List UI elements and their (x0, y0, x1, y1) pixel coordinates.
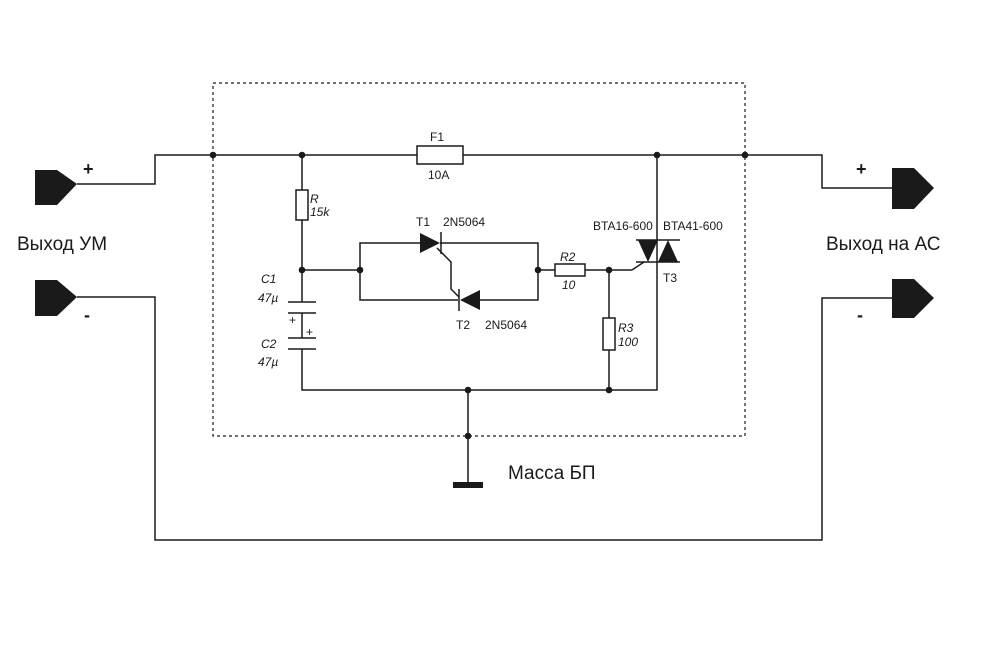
input-title: Выход УМ (17, 234, 107, 255)
output-minus-sign: - (857, 305, 863, 325)
input-minus-sign: - (84, 305, 90, 325)
cap-c2-polarity: + (306, 325, 313, 339)
output-minus-terminal (892, 279, 934, 318)
triac-t3-gate (631, 261, 645, 271)
triac-t3-triangle-up (658, 240, 678, 262)
input-minus-terminal (35, 280, 77, 316)
output-title: Выход на АС (826, 234, 940, 255)
fuse-f1-value: 10A (428, 168, 449, 182)
resistor-r3-value: 100 (618, 335, 638, 349)
triac-t3-part-a: BTA16-600 (593, 219, 653, 233)
cap-c2-value: 47µ (258, 355, 278, 369)
thyristor-t1-triangle (420, 233, 440, 253)
triac-t3-ref: T3 (663, 271, 677, 285)
negative-return-wire (77, 296, 892, 541)
thyristor-t2-ref: T2 (456, 318, 470, 332)
resistor-r-ref: R (310, 192, 319, 206)
resistor-r-symbol (295, 189, 309, 221)
thyristor-t1-gate (436, 247, 460, 298)
ground-symbol (453, 482, 483, 488)
cap-c2-ref: C2 (261, 337, 277, 351)
resistor-r-value: 15k (310, 205, 330, 219)
resistor-r2-ref: R2 (560, 250, 576, 264)
thyristor-t1-part: 2N5064 (443, 215, 485, 229)
positive-rail-wire (77, 154, 892, 189)
left-branch-wire (301, 155, 658, 485)
resistor-r2-value: 10 (562, 278, 576, 292)
input-plus-terminal (35, 170, 77, 205)
cap-c1-ref: C1 (261, 272, 276, 286)
output-plus-sign: + (856, 159, 867, 179)
triac-t3-part-b: BTA41-600 (663, 219, 723, 233)
resistor-r3-symbol (602, 317, 616, 351)
triac-t3-triangle-down (638, 240, 658, 262)
output-plus-terminal (892, 168, 934, 209)
junction-dots (209, 151, 749, 440)
module-boundary (212, 82, 746, 437)
fuse-f1-ref: F1 (430, 130, 444, 144)
ground-title: Масса БП (508, 463, 596, 484)
resistor-r2-symbol (554, 263, 586, 277)
input-plus-sign: + (83, 159, 94, 179)
thyristor-t2-triangle (460, 290, 480, 310)
resistor-r3-ref: R3 (618, 321, 634, 335)
cap-c1-polarity: + (289, 313, 296, 327)
cap-c1-value: 47µ (258, 291, 278, 305)
fuse-f1-symbol (416, 145, 464, 165)
thyristor-t2-part: 2N5064 (485, 318, 527, 332)
thyristor-t1-ref: T1 (416, 215, 430, 229)
